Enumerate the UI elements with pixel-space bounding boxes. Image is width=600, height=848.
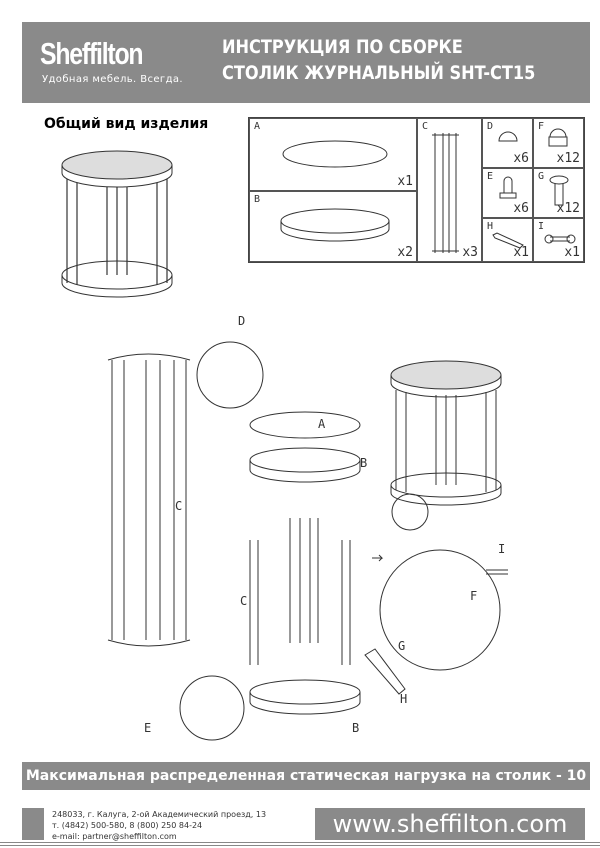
website-url[interactable]: www.sheffilton.com xyxy=(315,808,585,840)
brand-slogan: Удобная мебель. Всегда. xyxy=(42,74,183,85)
title-line-1: ИНСТРУКЦИЯ ПО СБОРКЕ xyxy=(222,36,463,58)
svg-text:I: I xyxy=(498,542,505,556)
footer-square xyxy=(22,808,44,840)
svg-text:E: E xyxy=(144,721,151,735)
phone: т. (4842) 500-580, 8 (800) 250 84-24 xyxy=(52,821,203,830)
brand-logo: Sheffilton xyxy=(40,36,144,71)
svg-text:B: B xyxy=(360,456,367,470)
max-load-note: Максимальная распределенная статическая … xyxy=(22,762,590,812)
assembly-diagram: C D E A B B C F G H I xyxy=(107,314,508,741)
svg-text:F: F xyxy=(470,589,477,603)
side-frame-c xyxy=(107,353,191,647)
email[interactable]: e-mail: partner@sheffilton.com xyxy=(52,832,177,841)
overview-title: Общий вид изделия xyxy=(44,116,209,132)
svg-text:D: D xyxy=(238,314,245,328)
svg-text:C: C xyxy=(240,594,247,608)
footer-divider xyxy=(0,842,600,843)
footer-divider-2 xyxy=(0,845,600,846)
address: 248033, г. Калуга, 2-ой Академический пр… xyxy=(52,810,267,819)
overview-table-drawing xyxy=(61,150,173,298)
header-bar: Sheffilton Удобная мебель. Всегда. ИНСТР… xyxy=(22,22,590,103)
svg-text:A: A xyxy=(318,417,326,431)
footer-contacts: 248033, г. Калуга, 2-ой Академический пр… xyxy=(52,809,266,842)
title-line-2: СТОЛИК ЖУРНАЛЬНЫЙ SHT-CT15 xyxy=(222,62,536,84)
svg-text:G: G xyxy=(398,639,405,653)
svg-text:C: C xyxy=(175,499,182,513)
svg-text:H: H xyxy=(400,692,407,706)
svg-text:B: B xyxy=(352,721,359,735)
